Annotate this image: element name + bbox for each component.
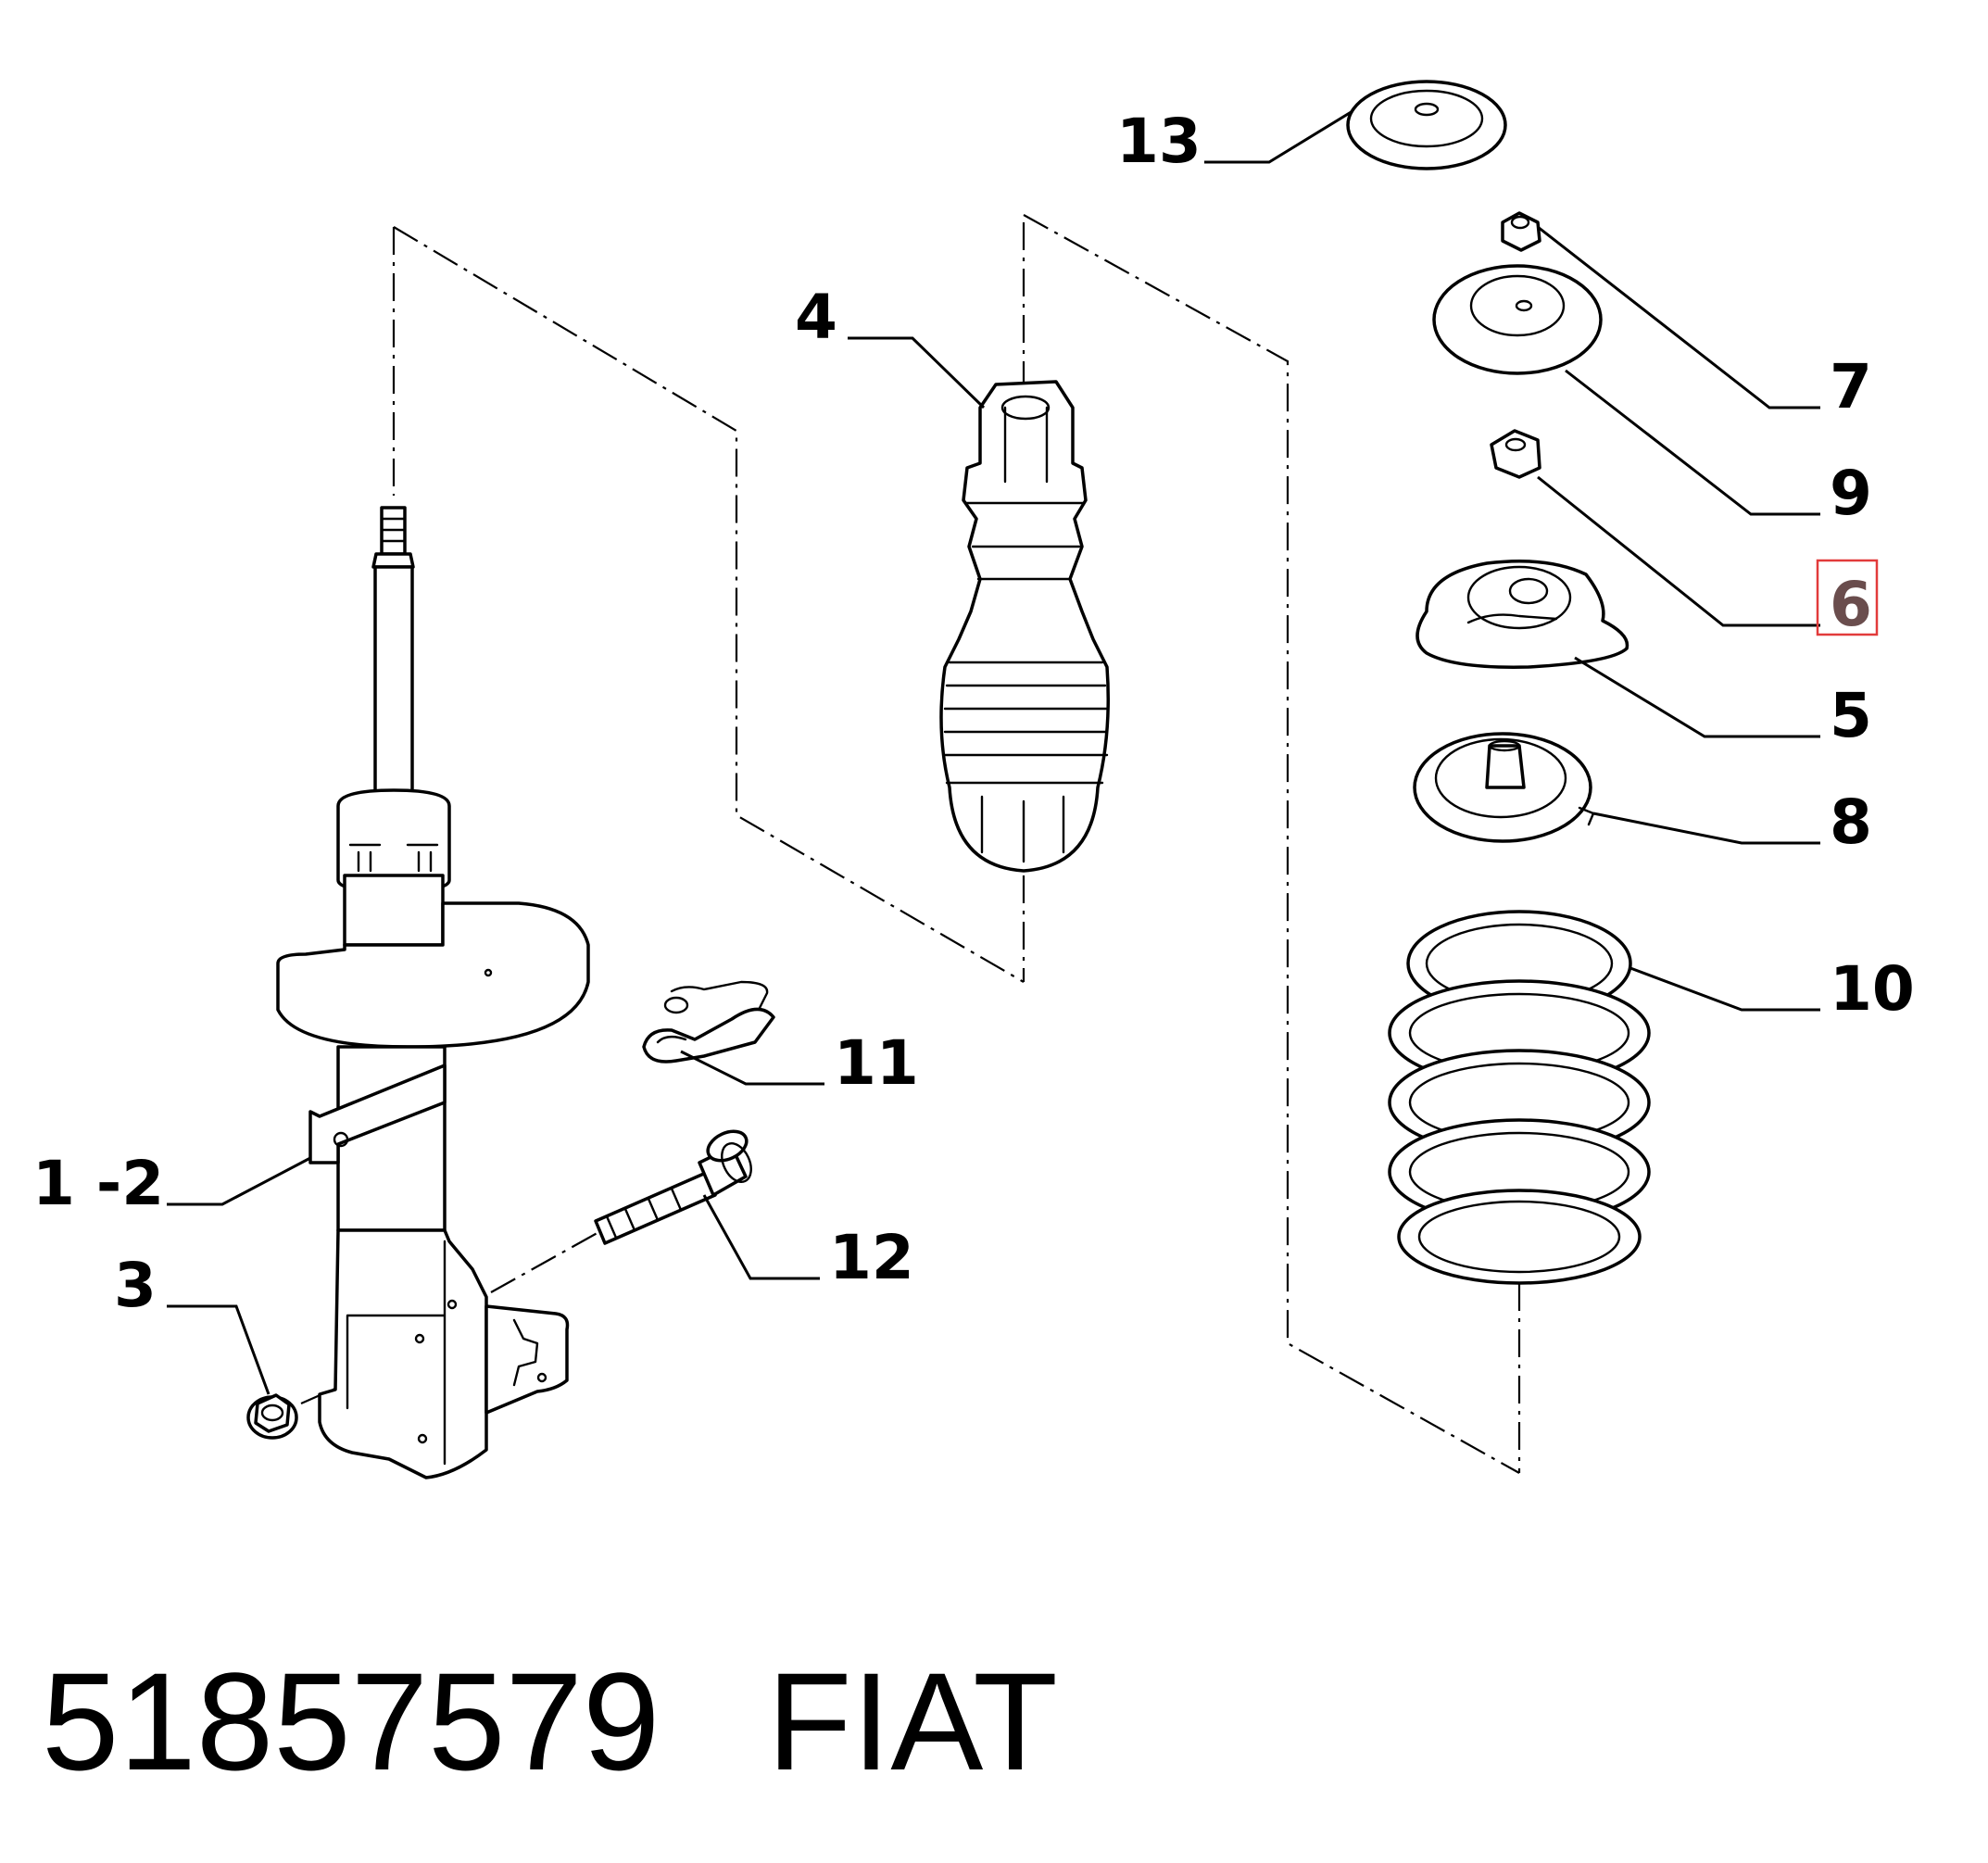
nut-6[interactable] — [1490, 429, 1541, 479]
flange-nut-3[interactable] — [246, 1393, 298, 1440]
part-number: 51857579 — [42, 1643, 660, 1799]
coil-spring-10[interactable] — [1388, 910, 1651, 1285]
callout-9[interactable]: 9 — [1830, 458, 1872, 529]
callout-3[interactable]: 3 — [114, 1250, 157, 1321]
top-cap-13[interactable] — [1346, 80, 1507, 170]
callout-1-2[interactable]: 1 -2 — [32, 1148, 164, 1219]
callout-8[interactable]: 8 — [1830, 787, 1872, 858]
callout-13[interactable]: 13 — [1116, 106, 1202, 177]
highlight-box — [1816, 559, 1879, 636]
footer: 51857579 FIAT — [42, 1643, 1058, 1799]
callout-5[interactable]: 5 — [1830, 680, 1872, 751]
dust-boot-4[interactable] — [939, 380, 1110, 873]
callout-6-highlighted[interactable]: 6 — [1830, 569, 1872, 640]
callout-7[interactable]: 7 — [1830, 351, 1872, 422]
clip-11[interactable] — [642, 980, 775, 1064]
upper-seat-9[interactable] — [1432, 264, 1603, 375]
spring-seat-8[interactable] — [1413, 732, 1595, 843]
callout-12[interactable]: 12 — [829, 1222, 914, 1293]
leader-lines — [167, 109, 1820, 1395]
callout-10[interactable]: 10 — [1830, 953, 1915, 1025]
strut-mount-5[interactable] — [1416, 559, 1629, 669]
brand-name: FIAT — [767, 1643, 1058, 1799]
bolt-12[interactable] — [594, 1126, 757, 1245]
callout-11[interactable]: 11 — [834, 1027, 919, 1099]
callout-labels: 13 4 7 9 6 5 8 10 11 1 -2 12 3 — [32, 106, 1915, 1321]
nut-7[interactable] — [1501, 211, 1541, 252]
shock-absorber-strut[interactable] — [276, 506, 590, 1479]
callout-4[interactable]: 4 — [795, 282, 837, 353]
